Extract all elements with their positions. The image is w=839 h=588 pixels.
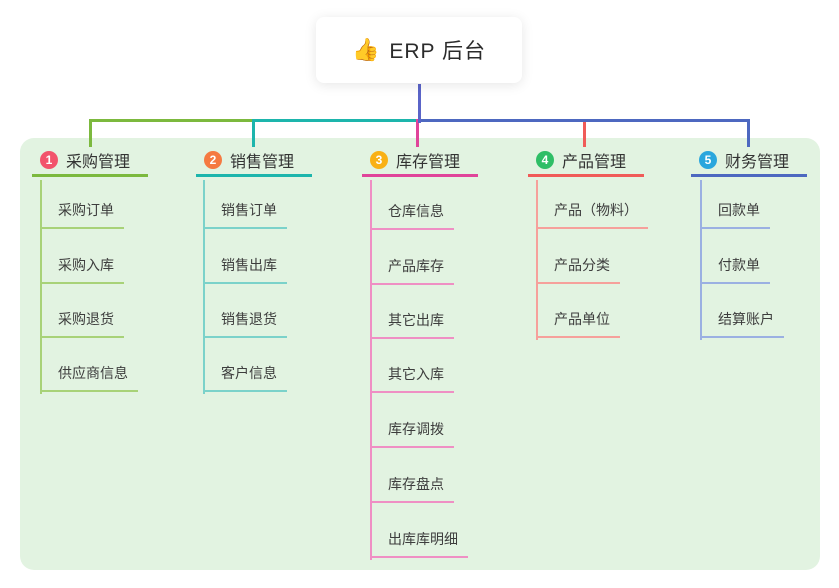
child-node-product-stock[interactable]: 产品库存 [370,253,454,285]
child-node-settlement-account[interactable]: 结算账户 [700,306,784,338]
child-node-outbound-detail[interactable]: 出库库明细 [370,526,468,558]
thumbs-up-icon: 👍 [351,37,380,62]
child-node-sales-return[interactable]: 销售退货 [203,306,287,338]
branch-header-sales[interactable]: 2 销售管理 [196,146,312,177]
child-node-product-unit[interactable]: 产品单位 [536,306,620,338]
root-node[interactable]: 👍 ERP 后台 [316,17,522,83]
badge-3: 3 [370,151,388,169]
branch-vline-product [536,180,538,340]
child-node-sales-order[interactable]: 销售订单 [203,197,287,229]
badge-1: 1 [40,151,58,169]
branch-label: 财务管理 [725,154,790,171]
branch-label: 库存管理 [396,154,461,171]
badge-4: 4 [536,151,554,169]
branches-panel [20,138,820,570]
child-node-other-outbound[interactable]: 其它出库 [370,307,454,339]
child-node-customer-info[interactable]: 客户信息 [203,360,287,392]
child-node-purchase-inbound[interactable]: 采购入库 [40,252,124,284]
branch-header-product[interactable]: 4 产品管理 [528,146,644,177]
badge-2: 2 [204,151,222,169]
child-node-sales-outbound[interactable]: 销售出库 [203,252,287,284]
child-node-product-category[interactable]: 产品分类 [536,252,620,284]
branch-label: 采购管理 [66,154,131,171]
child-node-stock-transfer[interactable]: 库存调拨 [370,416,454,448]
branch-header-procurement[interactable]: 1 采购管理 [32,146,148,177]
child-node-supplier-info[interactable]: 供应商信息 [40,360,138,392]
child-node-receipt-order[interactable]: 回款单 [700,197,770,229]
branch-label: 销售管理 [230,154,295,171]
branch-header-inventory[interactable]: 3 库存管理 [362,146,478,177]
branch-label: 产品管理 [562,154,627,171]
child-node-purchase-return[interactable]: 采购退货 [40,306,124,338]
branch-vline-inventory [370,180,372,560]
branch-vline-finance [700,180,702,340]
child-node-payment-order[interactable]: 付款单 [700,252,770,284]
child-node-stock-count[interactable]: 库存盘点 [370,471,454,503]
branch-vline-procurement [40,180,42,394]
branch-vline-sales [203,180,205,394]
branch-header-finance[interactable]: 5 财务管理 [691,146,807,177]
child-node-purchase-order[interactable]: 采购订单 [40,197,124,229]
child-node-product-material[interactable]: 产品（物料） [536,197,648,229]
child-node-other-inbound[interactable]: 其它入库 [370,361,454,393]
root-label: ERP 后台 [389,40,487,63]
child-node-warehouse-info[interactable]: 仓库信息 [370,198,454,230]
badge-5: 5 [699,151,717,169]
